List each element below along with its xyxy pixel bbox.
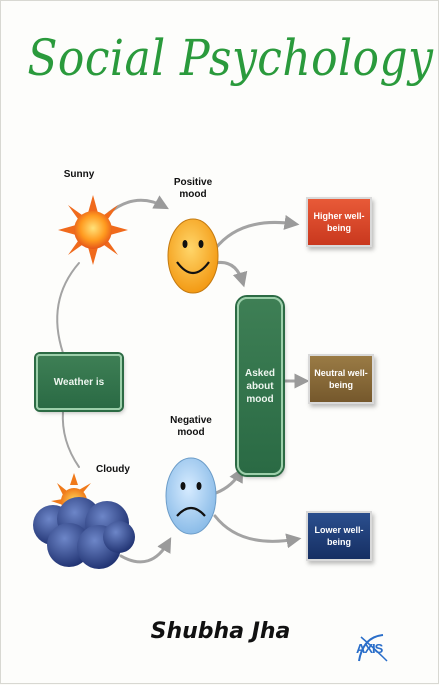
negative-mood-label: Negative mood [170, 415, 212, 438]
happy-face-icon [167, 218, 219, 294]
author-name: Shubha Jha [150, 619, 291, 644]
positive-mood-label: Positive mood [173, 177, 213, 200]
neutral-wellbeing-box: Neutral well-being [308, 354, 374, 404]
line-weather-to-sun [56, 262, 80, 354]
higher-wellbeing-box: Higher well-being [306, 197, 372, 247]
cloud-icon [33, 473, 135, 569]
sad-face-icon [165, 457, 217, 535]
lower-wellbeing-box: Lower well-being [306, 511, 372, 561]
line-weather-to-cloud [61, 410, 80, 468]
cloudy-label: Cloudy [96, 464, 130, 475]
arrow-negative-to-lower [213, 514, 302, 549]
asked-about-mood-box: Asked about mood [237, 297, 283, 475]
publisher-logo-icon [358, 634, 388, 662]
weather-label: Weather is [53, 376, 105, 388]
weather-box: Weather is [36, 354, 122, 410]
sun-icon [58, 195, 128, 265]
arrow-cloud-to-negative [119, 537, 172, 564]
arrow-negative-to-asked [214, 467, 244, 495]
sunny-label: Sunny [63, 169, 95, 180]
arrow-positive-to-asked [213, 260, 248, 288]
neutral-wellbeing-label: Neutral well-being [314, 368, 368, 390]
arrow-positive-to-higher [213, 215, 300, 251]
lower-wellbeing-label: Lower well-being [314, 525, 364, 547]
asked-about-mood-label: Asked about mood [244, 367, 275, 405]
higher-wellbeing-label: Higher well-being [313, 211, 365, 233]
book-title: Social Psychology [27, 29, 434, 87]
publisher-logo-text: AXIS [356, 641, 383, 656]
